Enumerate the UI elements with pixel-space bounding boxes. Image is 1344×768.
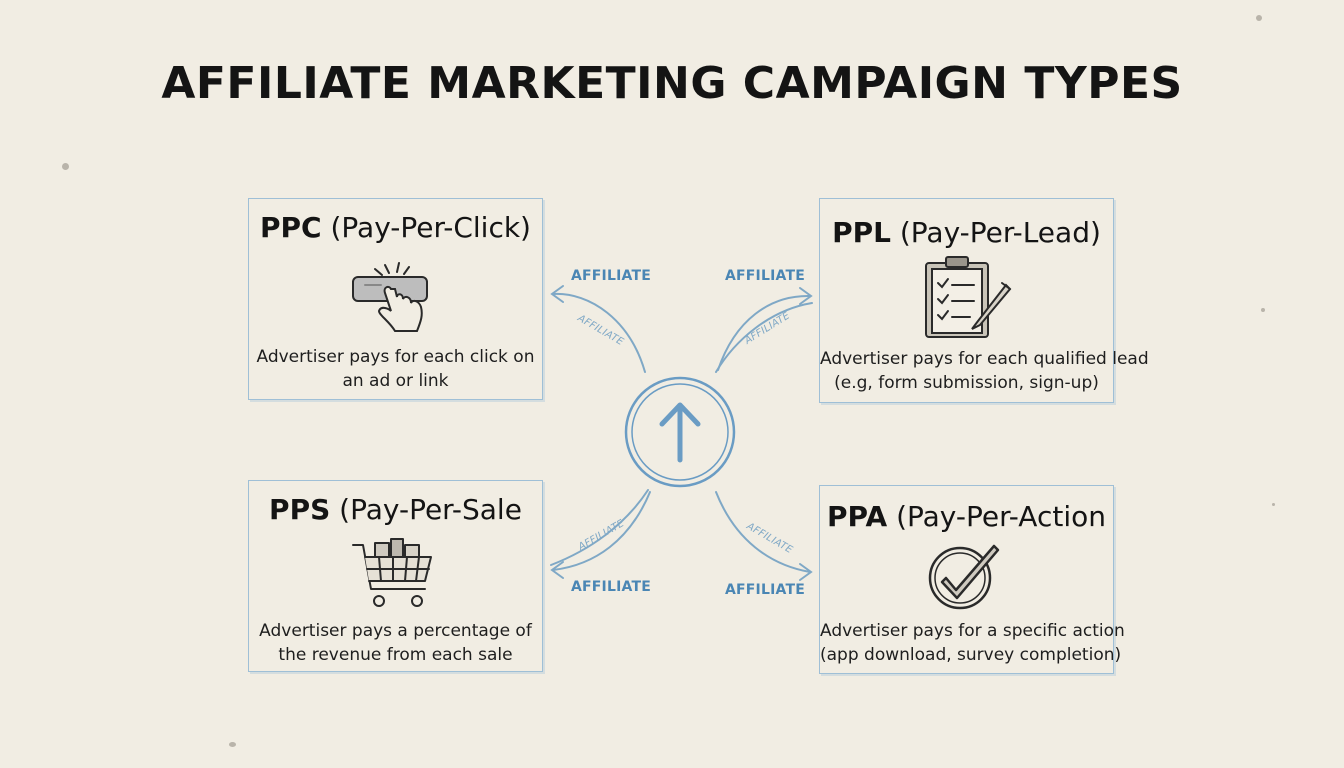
ppa-description: Advertiser pays for a specific action (a… — [820, 619, 1125, 667]
paper-speck — [1272, 503, 1275, 506]
ppc-full-name: (Pay-Per-Click) — [330, 211, 531, 244]
ppa-description-line-2: (app download, survey completion) — [820, 645, 1122, 665]
pps-card: PPS (Pay-Per-Sale Advertiser pays a perc… — [248, 480, 543, 672]
ppc-description-line-1: Advertiser pays for each click on — [256, 347, 535, 367]
paper-speck — [62, 163, 69, 170]
ppl-card: PPL (Pay-Per-Lead) Advertiser pays for e… — [819, 198, 1149, 403]
up-arrow-circle-icon — [624, 376, 736, 488]
click-button-icon — [352, 262, 428, 332]
checkmark-circle-icon — [928, 544, 1000, 610]
ppc-abbr: PPC — [260, 211, 322, 244]
ppc-description: Advertiser pays for each click on an ad … — [249, 345, 542, 393]
pps-card-title: PPS (Pay-Per-Sale — [249, 493, 542, 526]
ppc-description-line-2: an ad or link — [342, 371, 449, 391]
ppa-description-line-1: Advertiser pays for a specific action — [820, 621, 1125, 641]
ppl-description-line-1: Advertiser pays for each qualified lead — [820, 349, 1149, 369]
ppl-abbr: PPL — [832, 216, 891, 249]
ppa-card-title: PPA (Pay-Per-Action — [820, 500, 1113, 533]
affiliate-label-top-right: AFFILIATE — [725, 268, 805, 284]
ppa-abbr: PPA — [827, 500, 888, 533]
paper-speck — [229, 742, 236, 747]
pps-full-name: (Pay-Per-Sale — [339, 493, 522, 526]
ppa-full-name: (Pay-Per-Action — [896, 500, 1106, 533]
pps-description: Advertiser pays a percentage of the reve… — [249, 619, 542, 667]
pps-description-line-2: the revenue from each sale — [278, 645, 513, 665]
pps-abbr: PPS — [269, 493, 331, 526]
ppc-card: PPC (Pay-Per-Click) Advertiser pays for … — [248, 198, 543, 400]
ppl-full-name: (Pay-Per-Lead) — [899, 216, 1101, 249]
affiliate-label-bottom-left: AFFILIATE — [571, 579, 651, 595]
pps-description-line-1: Advertiser pays a percentage of — [259, 621, 532, 641]
paper-speck — [1261, 308, 1265, 312]
page-title: AFFILIATE MARKETING CAMPAIGN TYPES — [161, 58, 1183, 109]
paper-speck — [1256, 15, 1262, 21]
ppa-card: PPA (Pay-Per-Action Advertiser pays for … — [819, 485, 1125, 674]
affiliate-label-top-left: AFFILIATE — [571, 268, 651, 284]
ppl-card-title: PPL (Pay-Per-Lead) — [820, 216, 1113, 249]
clipboard-icon — [925, 256, 1012, 338]
ppc-card-title: PPC (Pay-Per-Click) — [249, 211, 542, 244]
affiliate-label-bottom-right: AFFILIATE — [725, 582, 805, 598]
ppl-description: Advertiser pays for each qualified lead … — [820, 347, 1149, 395]
shopping-cart-icon — [352, 538, 432, 607]
ppl-description-line-2: (e.g, form submission, sign-up) — [834, 373, 1099, 393]
